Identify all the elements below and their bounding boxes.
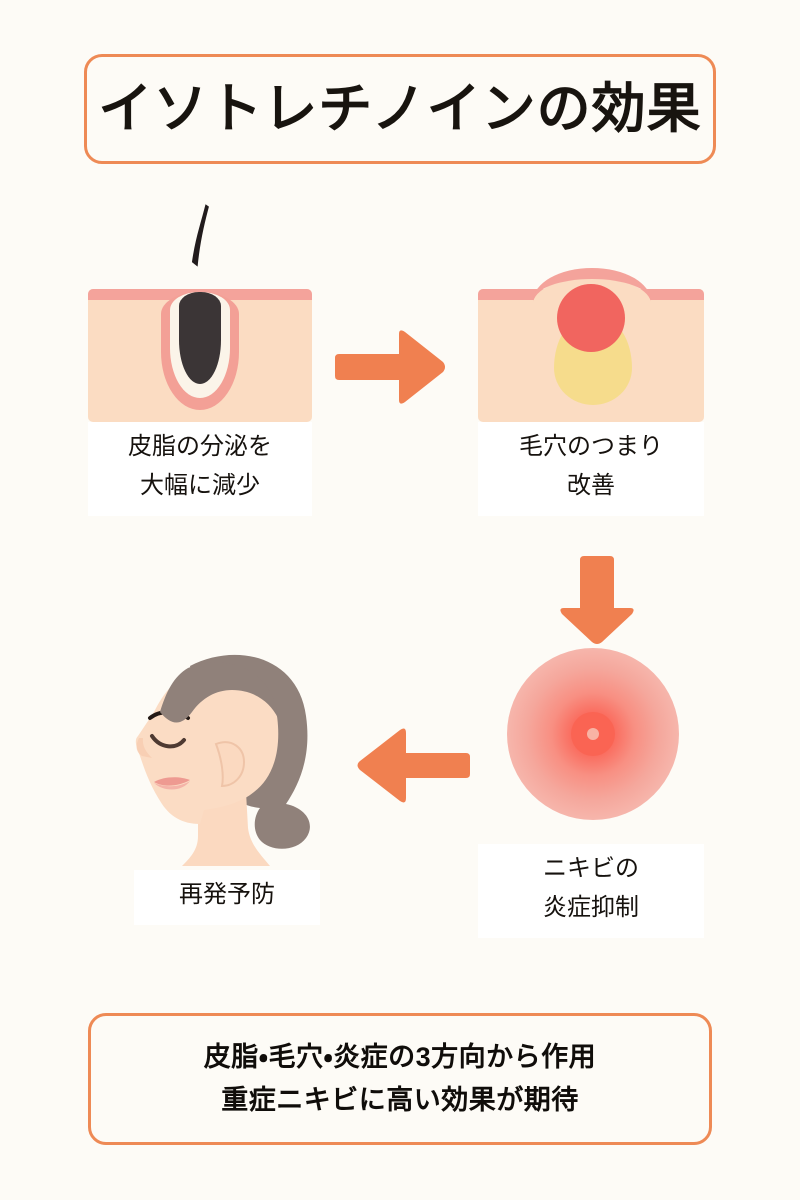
lips: [154, 777, 190, 786]
caption-line-2: 大幅に減少: [140, 471, 260, 499]
caption-line-2: 炎症抑制: [543, 893, 639, 921]
page-title: イソトレチノインの効果: [98, 79, 702, 139]
hair-shaft-icon: [191, 204, 209, 267]
step-caption-acne: ニキビの 炎症抑制: [478, 844, 704, 938]
ear: [214, 741, 246, 788]
nose-shadow: [136, 738, 152, 758]
hair-front: [160, 662, 278, 723]
step-caption-relapse: 再発予防: [134, 870, 320, 925]
female-face-profile-icon: [120, 640, 342, 870]
caption-line-1: 皮脂の分泌を: [128, 433, 272, 460]
pimple-center-dot: [587, 728, 599, 740]
footer-line-2: 重症ニキビに高い効果が期待: [221, 1085, 579, 1115]
arrow-left-icon: [357, 728, 470, 803]
step-card-relapse: 再発予防: [120, 640, 342, 925]
face-profile-svg: [135, 654, 310, 866]
step-card-acne: ニキビの 炎症抑制: [478, 648, 704, 938]
lower-lip: [154, 781, 190, 790]
step-card-sebum: 皮脂の分泌を 大幅に減少: [88, 204, 312, 516]
skin-clogged-pore-icon: [478, 232, 704, 422]
step-card-pore: 毛穴のつまり 改善: [478, 232, 704, 516]
title-banner: イソトレチノインの効果: [84, 54, 716, 164]
caption-line-2: 改善: [567, 471, 615, 499]
skin-bump-surface: [533, 268, 651, 302]
footer-banner: 皮脂・毛穴・炎症の3方向から作用 重症ニキビに高い効果が期待: [88, 1013, 712, 1145]
hair-bulb: [179, 292, 221, 384]
skin-hair-follicle-icon: [88, 204, 312, 422]
inflamed-pimple-icon: [478, 648, 704, 844]
step-caption-pore: 毛穴のつまり 改善: [478, 422, 704, 516]
caption-line-1: 再発予防: [179, 881, 275, 908]
arrow-right-icon: [335, 330, 445, 404]
step-caption-sebum: 皮脂の分泌を 大幅に減少: [88, 422, 312, 516]
caption-line-1: 毛穴のつまり: [519, 433, 663, 460]
closed-eye: [150, 734, 186, 749]
inflammation-head: [557, 284, 625, 352]
footer-line-1: 皮脂・毛穴・炎症の3方向から作用: [203, 1041, 597, 1072]
caption-line-1: ニキビの: [543, 855, 639, 882]
arrow-down-icon: [560, 556, 634, 644]
